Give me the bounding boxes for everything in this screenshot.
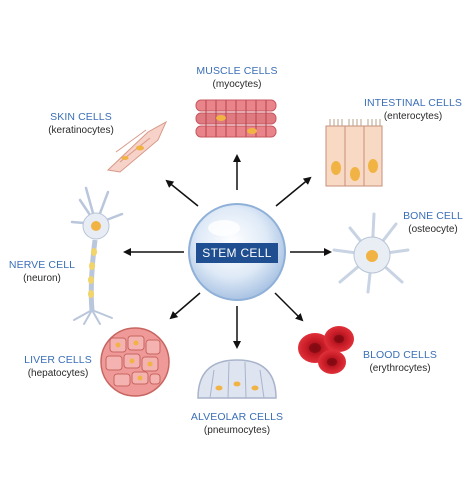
bone-cell-title: BONE CELL <box>403 210 463 222</box>
arrow-to-liver <box>169 292 201 320</box>
nerve-cell-illustration <box>70 186 124 325</box>
stem-cell-label: STEM CELL <box>196 243 278 263</box>
muscle-cells-title: MUSCLE CELLS <box>196 65 278 77</box>
nerve-cell-label: NERVE CELL (neuron) <box>6 259 78 285</box>
nerve-cell-title: NERVE CELL <box>8 259 76 271</box>
muscle-cells-illustration <box>195 99 277 138</box>
liver-cells-subtitle: (hepatocytes) <box>27 368 89 379</box>
alveolar-cells-illustration <box>197 359 277 399</box>
blood-cells-subtitle: (erythrocytes) <box>369 363 431 374</box>
skin-cells-subtitle: (keratinocytes) <box>48 125 114 136</box>
arrow-to-blood <box>274 292 304 322</box>
intestinal-cells-label: INTESTINAL CELLS (enterocytes) <box>358 97 468 123</box>
bone-cell-label: BONE CELL (osteocyte) <box>396 210 470 236</box>
intestinal-cells-subtitle: (enterocytes) <box>383 111 443 122</box>
alveolar-cells-label: ALVEOLAR CELLS (pneumocytes) <box>182 411 292 437</box>
arrow-to-intestinal <box>275 176 312 207</box>
arrow-to-skin <box>165 179 199 207</box>
alveolar-cells-title: ALVEOLAR CELLS <box>190 411 284 423</box>
liver-cells-title: LIVER CELLS <box>24 354 92 366</box>
liver-cells-label: LIVER CELLS (hepatocytes) <box>14 354 102 380</box>
bone-cell-subtitle: (osteocyte) <box>408 224 458 235</box>
intestinal-cells-illustration <box>325 119 383 187</box>
muscle-cells-subtitle: (myocytes) <box>212 79 262 90</box>
alveolar-cells-subtitle: (pneumocytes) <box>203 425 271 436</box>
skin-cells-label: SKIN CELLS (keratinocytes) <box>36 111 126 137</box>
intestinal-cells-title: INTESTINAL CELLS <box>363 97 463 109</box>
blood-cells-illustration <box>298 326 354 374</box>
liver-cells-illustration <box>100 327 170 397</box>
bone-cell-illustration <box>332 212 410 294</box>
muscle-cells-label: MUSCLE CELLS (myocytes) <box>187 65 287 91</box>
blood-cells-label: BLOOD CELLS (erythrocytes) <box>360 349 440 375</box>
nerve-cell-subtitle: (neuron) <box>23 273 61 284</box>
skin-cells-title: SKIN CELLS <box>50 111 112 123</box>
arrows <box>123 154 332 349</box>
blood-cells-title: BLOOD CELLS <box>362 349 438 361</box>
skin-cells-illustration <box>106 120 168 173</box>
